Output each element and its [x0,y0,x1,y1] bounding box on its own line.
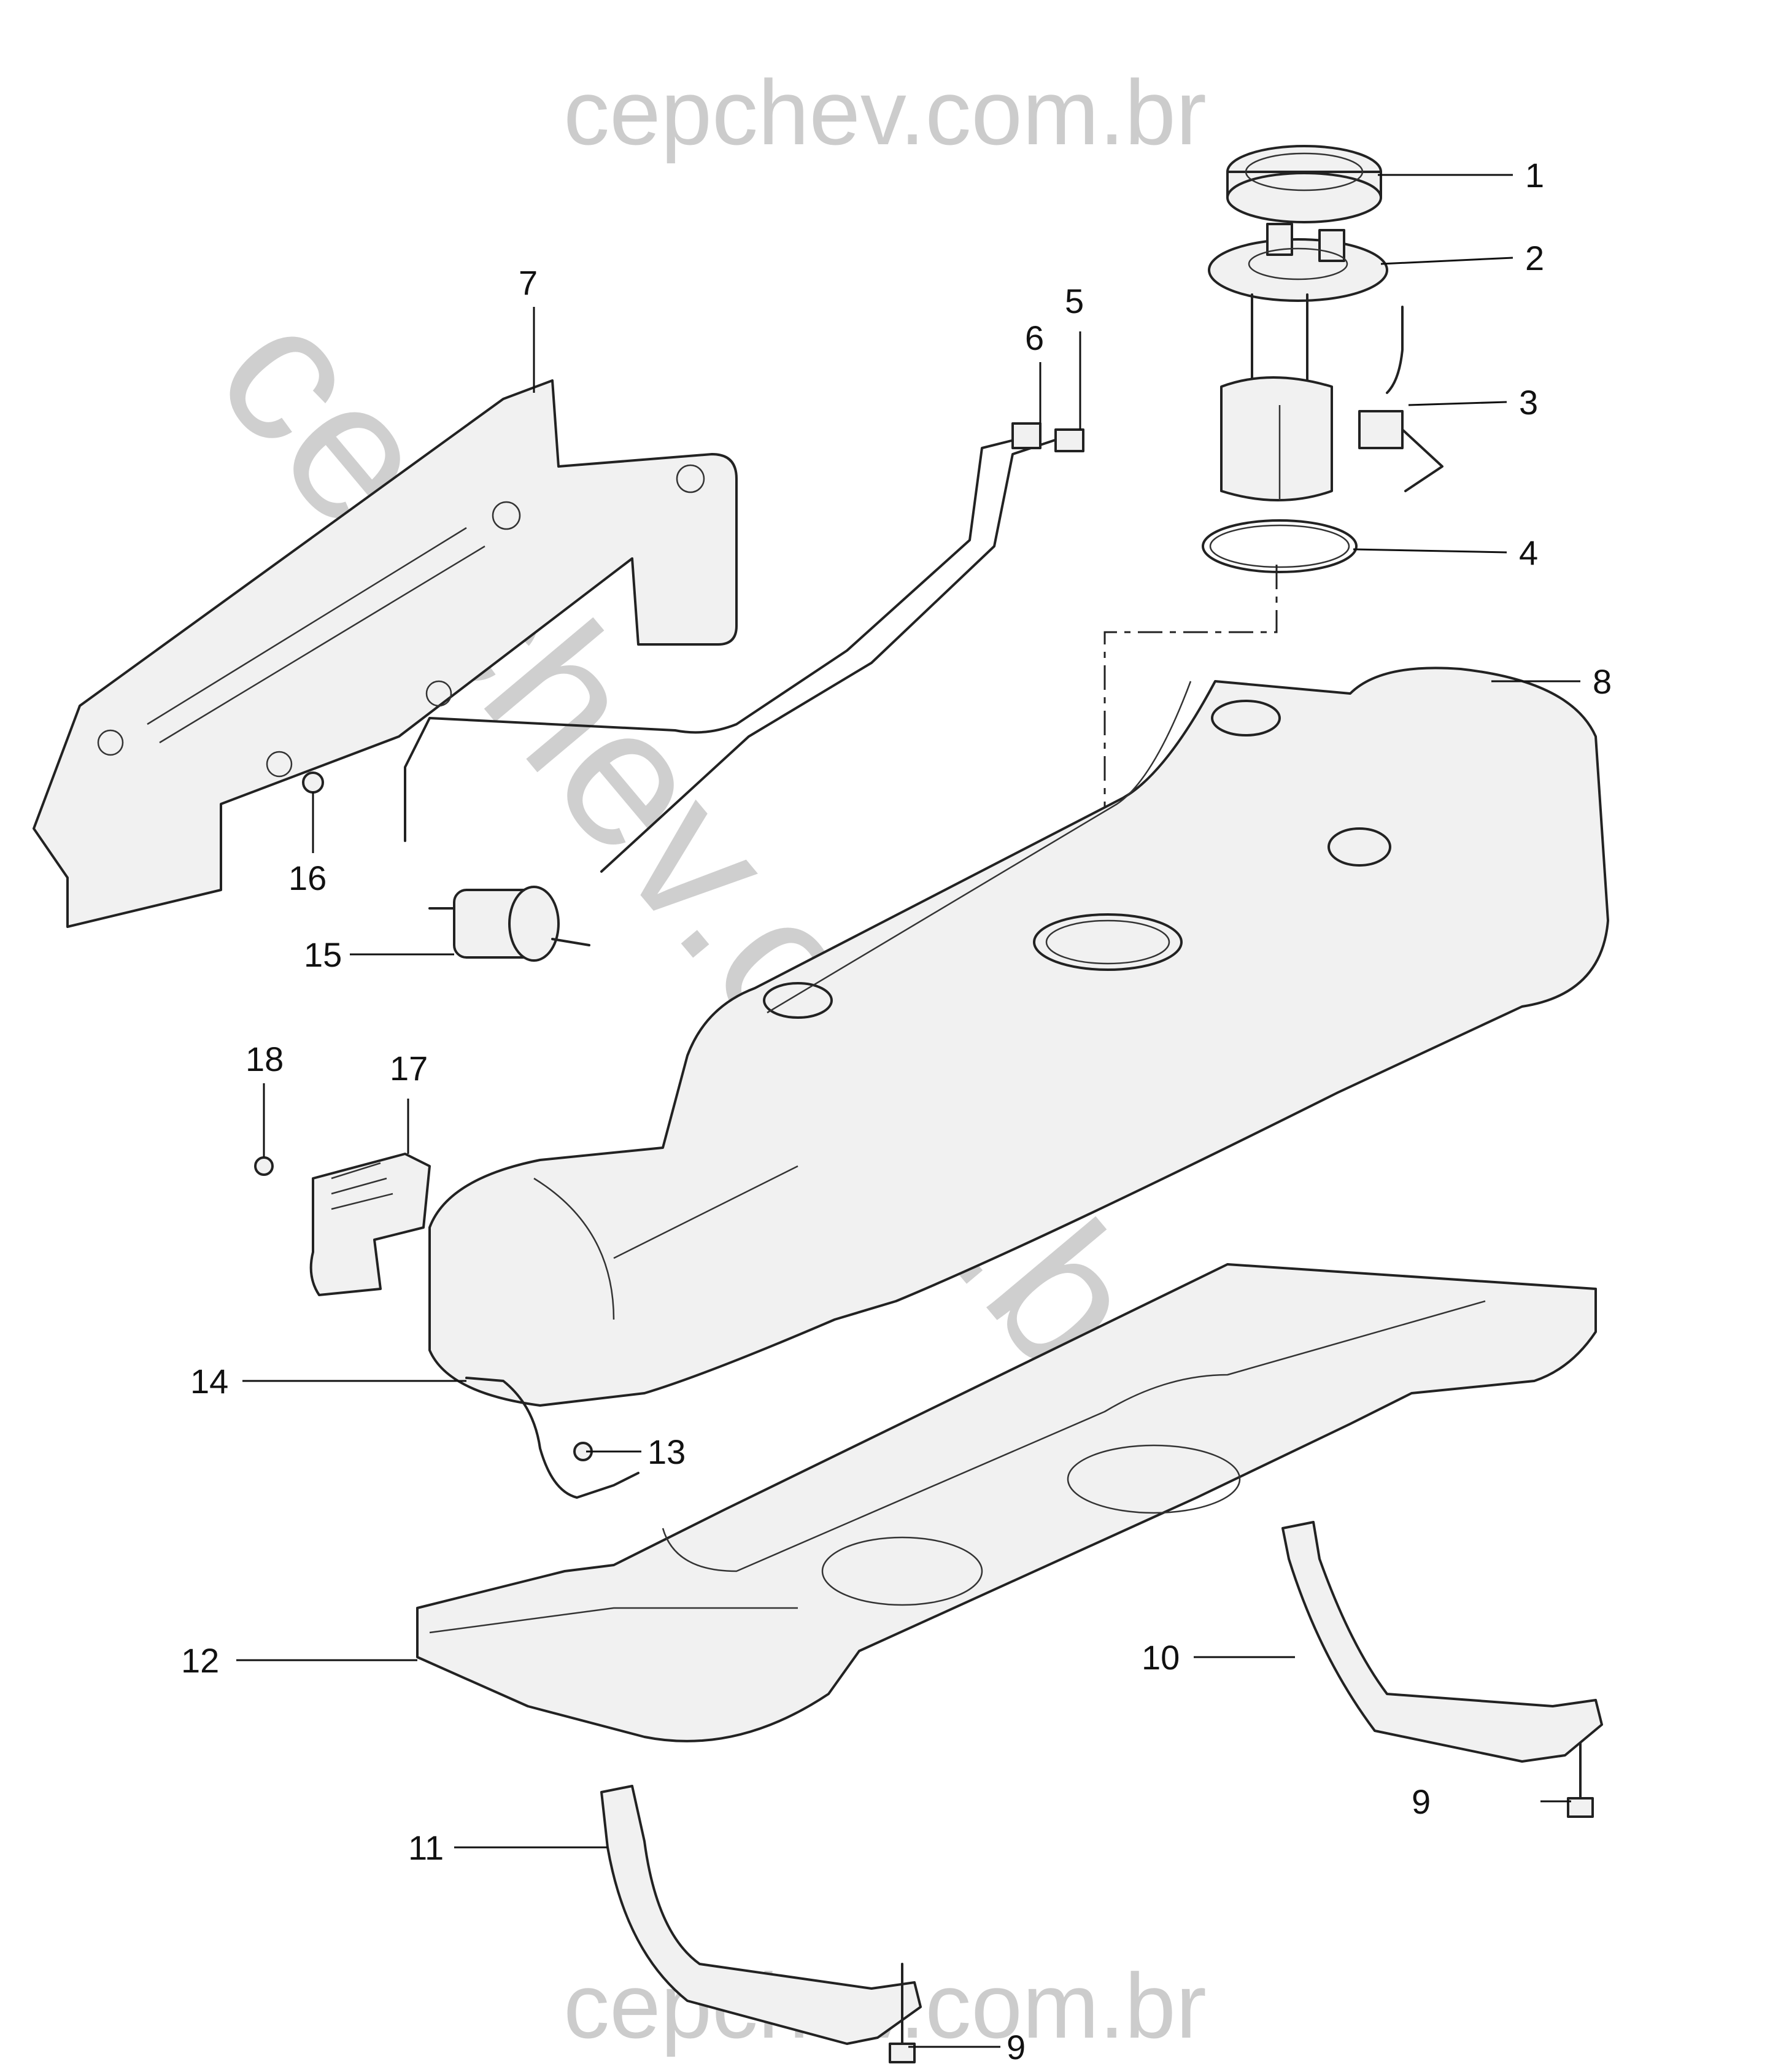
part-heat-shield [33,379,738,928]
callout-8: 8 [1593,662,1612,701]
callout-3: 3 [1519,383,1538,422]
callout-1: 1 [1525,156,1544,195]
callout-10: 10 [1142,1638,1180,1677]
callout-2: 2 [1525,239,1544,277]
part-bolt-9a [1567,1742,1594,1818]
heat-shield-holes [97,464,705,778]
callout-9a: 9 [1412,1782,1431,1821]
part-fuel-tank [428,667,1609,1407]
callout-11: 11 [408,1828,444,1867]
part-fuel-filter [428,886,590,962]
heat-shield-rib [147,527,485,744]
tank-shield-details [429,1300,1486,1634]
part-strap-10 [1281,1521,1603,1763]
callout-15: 15 [304,935,342,974]
callout-14: 14 [190,1362,228,1401]
part-pump-flange [1208,223,1388,302]
part-clip-16 [302,771,324,794]
callout-9b: 9 [1007,2028,1026,2066]
part-tank-shield [416,1263,1597,1742]
callout-5: 5 [1065,282,1084,320]
callout-18: 18 [245,1040,284,1078]
part-seal-ring-inner [1209,524,1350,568]
part-level-sender [1358,306,1443,492]
callout-6: 6 [1025,319,1044,357]
part-fastener-18 [254,1156,274,1176]
callout-17: 17 [390,1049,428,1088]
assembly-axis [1103,565,1278,933]
part-fuel-lines [404,422,1084,873]
part-pump-module [1220,293,1333,501]
part-lock-ring [1226,145,1382,223]
callout-12: 12 [181,1641,219,1680]
part-wire-14 [465,1377,640,1499]
watermark-top: cepchev.com.br [563,61,1207,164]
callout-16: 16 [288,859,327,897]
part-bracket-17 [309,1153,431,1296]
part-strap-11 [600,1785,922,2045]
callout-4: 4 [1519,533,1538,572]
leader-lines [236,174,1580,2048]
callout-13: 13 [647,1432,686,1471]
callout-7: 7 [519,263,538,302]
tank-details [533,681,1391,1320]
part-seal-ring [1202,519,1358,573]
